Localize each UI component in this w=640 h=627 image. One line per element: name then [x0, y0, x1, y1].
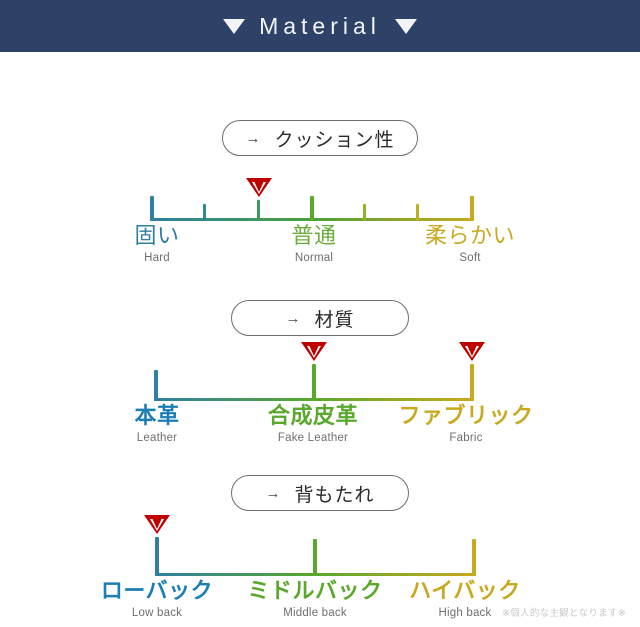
scale-tick [313, 539, 317, 576]
pill-title-wrap-backrest: → 背もたれ [0, 475, 640, 511]
page-header-banner: Material [0, 0, 640, 52]
scale-label: ミドルバック Middle back [247, 578, 383, 622]
scale-tick [155, 537, 159, 576]
selection-marker-icon [246, 178, 272, 204]
scale-label-en: Fabric [449, 431, 483, 444]
scale-label-en: Normal [294, 251, 334, 264]
scale-label-en: Soft [459, 251, 481, 264]
scale-label-jp: 本革 [134, 403, 180, 428]
selection-marker-icon [301, 342, 327, 368]
scale-label: 普通 Normal [291, 223, 337, 267]
scale-tick [472, 539, 476, 576]
scale-label: ファブリック Fabric [398, 403, 534, 447]
scale-tick [257, 200, 260, 221]
scale-cushion: 固い Hard 普通 Normal 柔らかい Soft [0, 156, 640, 268]
triangle-down-icon-left [223, 18, 246, 34]
arrow-right-icon: → [265, 484, 281, 502]
pill-title-fabric: → 材質 [231, 300, 409, 336]
scale-label-en: Middle back [283, 606, 347, 619]
scale-label: ハイバック High back [409, 578, 521, 622]
section-cushion: → クッション性固い Hard 普通 Normal 柔らかい Soft [0, 120, 640, 268]
scale-label-jp: 合成皮革 [267, 403, 359, 428]
scale-backrest: ローバック Low back ミドルバック Middle back ハイバック High … [0, 511, 640, 623]
pill-title-label: 背もたれ [294, 484, 375, 506]
scale-label-en: Fake Leather [277, 431, 349, 444]
pill-title-wrap-fabric: → 材質 [0, 300, 640, 336]
scale-tick [470, 196, 474, 221]
scale-label-en: Low back [131, 606, 183, 619]
page-title: Material [259, 12, 381, 39]
pill-title-label: クッション性 [274, 129, 395, 151]
scale-label-jp: ハイバック [409, 578, 521, 603]
pill-title-backrest: → 背もたれ [231, 475, 409, 511]
scale-label-jp: 柔らかい [424, 223, 516, 248]
scale-label-en: High back [438, 606, 492, 619]
scale-label: 合成皮革 Fake Leather [267, 403, 359, 447]
scale-tick [310, 196, 314, 221]
scale-label: ローバック Low back [100, 578, 214, 622]
section-backrest: → 背もたれローバック Low back ミドルバック Middle back ハイバック… [0, 475, 640, 623]
section-fabric: → 材質本革 Leather 合成皮革 Fake Leather ファブリック Fabric [0, 300, 640, 448]
scale-fabric: 本革 Leather 合成皮革 Fake Leather ファブリック Fabric [0, 336, 640, 448]
scale-label-jp: 普通 [291, 223, 337, 248]
marker-inner-red-triangle [253, 181, 264, 192]
scale-tick [312, 364, 316, 401]
marker-inner-red-triangle [466, 345, 477, 356]
scale-label-jp: ミドルバック [247, 578, 383, 603]
scale-tick [363, 204, 366, 221]
scale-label: 本革 Leather [134, 403, 180, 447]
pill-title-cushion: → クッション性 [222, 120, 418, 156]
selection-marker-icon [459, 342, 485, 368]
arrow-right-icon: → [245, 129, 261, 147]
arrow-right-icon: → [285, 309, 301, 327]
scale-label-jp: ファブリック [398, 403, 534, 428]
scale-tick [203, 204, 206, 221]
footnote-text: ※個人的な主観となります※ [501, 608, 626, 619]
scale-label: 固い Hard [134, 223, 180, 267]
selection-marker-icon [144, 515, 170, 541]
marker-inner-red-triangle [308, 345, 319, 356]
scale-label-en: Hard [144, 251, 170, 264]
pill-title-label: 材質 [314, 309, 355, 331]
scale-tick [150, 196, 154, 221]
triangle-down-icon-right [394, 18, 417, 34]
scale-tick [416, 204, 419, 221]
scale-label: 柔らかい Soft [424, 223, 516, 267]
pill-title-wrap-cushion: → クッション性 [0, 120, 640, 156]
scale-tick [154, 370, 158, 401]
marker-inner-red-triangle [151, 518, 162, 529]
scale-tick [470, 364, 474, 401]
scale-label-jp: 固い [134, 223, 180, 248]
scale-label-jp: ローバック [100, 578, 214, 603]
scale-label-en: Leather [136, 431, 178, 444]
